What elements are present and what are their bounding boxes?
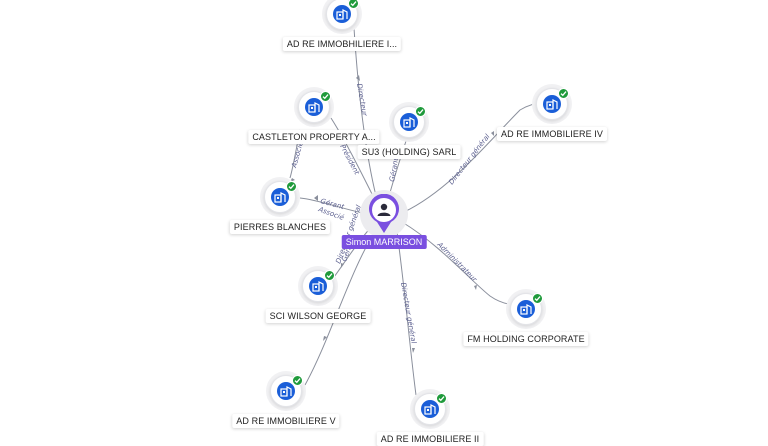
arrowhead bbox=[314, 195, 318, 201]
company-label[interactable]: FM HOLDING CORPORATE bbox=[463, 332, 589, 346]
company-label[interactable]: AD RE IMMOBILIERE V bbox=[232, 414, 340, 428]
verified-check-icon bbox=[292, 375, 303, 386]
edge-label: Directeur général bbox=[447, 133, 491, 186]
verified-check-icon bbox=[348, 0, 359, 9]
verified-check-icon bbox=[320, 91, 331, 102]
building-icon bbox=[277, 382, 295, 400]
person-icon bbox=[369, 194, 399, 233]
company-label[interactable]: AD RE IMMOBHILIERE I... bbox=[282, 37, 402, 51]
verified-check-icon bbox=[558, 88, 569, 99]
company-label[interactable]: CASTLETON PROPERTY A... bbox=[248, 130, 380, 144]
arrowhead bbox=[341, 263, 344, 268]
building-icon bbox=[271, 188, 289, 206]
edge-label: Directeur général bbox=[399, 282, 418, 344]
building-icon bbox=[517, 300, 535, 318]
building-icon bbox=[333, 5, 351, 23]
arrowhead bbox=[356, 75, 360, 81]
company-label[interactable]: SCI WILSON GEORGE bbox=[265, 309, 371, 323]
building-icon bbox=[305, 98, 323, 116]
edge-label: Gérant bbox=[388, 157, 400, 182]
company-label[interactable]: AD RE IMMOBILIERE II bbox=[376, 432, 484, 446]
verified-check-icon bbox=[324, 270, 335, 281]
edge-castleton-president bbox=[330, 117, 375, 199]
person-name-label[interactable]: Simon MARRISON bbox=[341, 235, 427, 249]
arrowhead bbox=[412, 348, 415, 353]
edge-label: Associé bbox=[290, 140, 305, 169]
verified-check-icon bbox=[415, 106, 426, 117]
company-label[interactable]: PIERRES BLANCHES bbox=[229, 220, 331, 234]
building-icon bbox=[421, 400, 439, 418]
building-icon bbox=[309, 277, 327, 295]
building-icon bbox=[400, 113, 418, 131]
arrowhead bbox=[323, 336, 327, 341]
building-icon bbox=[543, 95, 561, 113]
company-label[interactable]: SU3 (HOLDING) SARL bbox=[357, 145, 461, 159]
company-label[interactable]: AD RE IMMOBILIERE IV bbox=[496, 127, 608, 141]
verified-check-icon bbox=[286, 181, 297, 192]
arrowhead bbox=[474, 285, 477, 290]
edge-ad-re-immobiliere-ii bbox=[396, 231, 417, 396]
edge-label: Administrateur bbox=[435, 240, 479, 284]
edge-label: Directeur bbox=[355, 83, 369, 118]
arrowhead bbox=[491, 131, 494, 136]
verified-check-icon bbox=[436, 393, 447, 404]
verified-check-icon bbox=[532, 293, 543, 304]
